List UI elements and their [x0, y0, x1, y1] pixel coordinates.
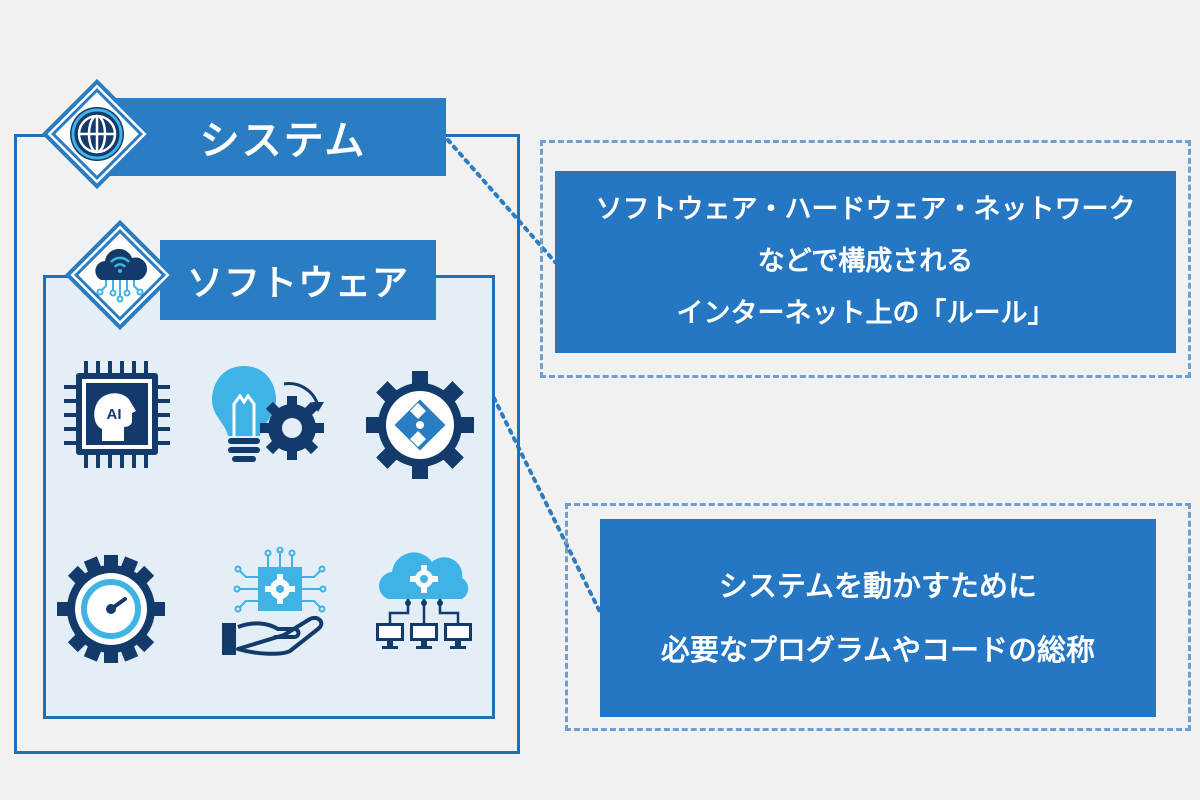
lightbulb-gear-icon: [208, 360, 328, 475]
system-description-frame: [540, 140, 1191, 378]
system-description: ソフトウェア・ハードウェア・ネットワーク などで構成される インターネット上の「…: [555, 171, 1176, 353]
ai-chip-text: AI: [107, 406, 122, 423]
globe-icon: [32, 69, 162, 199]
ai-chip-icon: AI: [62, 357, 172, 472]
software-description-line-1: システムを動かすために: [718, 569, 1038, 603]
puzzle-gear-icon: [365, 370, 475, 480]
hand-chip-icon: [218, 547, 333, 662]
system-description-line-1: ソフトウェア・ハードウェア・ネットワーク: [595, 194, 1136, 225]
software-label-text: ソフトウェア: [186, 263, 409, 304]
software-description-frame: [565, 503, 1191, 731]
software-label: ソフトウェア: [160, 240, 436, 320]
system-connector: [446, 138, 557, 264]
software-description: システムを動かすために 必要なプログラムやコードの総称: [600, 519, 1156, 717]
speedometer-gear-icon: [55, 553, 167, 665]
cloud-network-icon: [368, 545, 483, 660]
system-label-text: システム: [199, 118, 367, 164]
system-description-line-2: などで構成される: [757, 246, 974, 277]
software-description-line-2: 必要なプログラムやコードの総称: [660, 633, 1096, 667]
system-label: システム: [110, 98, 446, 176]
cloud-circuit-icon: [55, 210, 185, 340]
system-description-line-3: インターネット上の「ルール」: [676, 298, 1055, 329]
